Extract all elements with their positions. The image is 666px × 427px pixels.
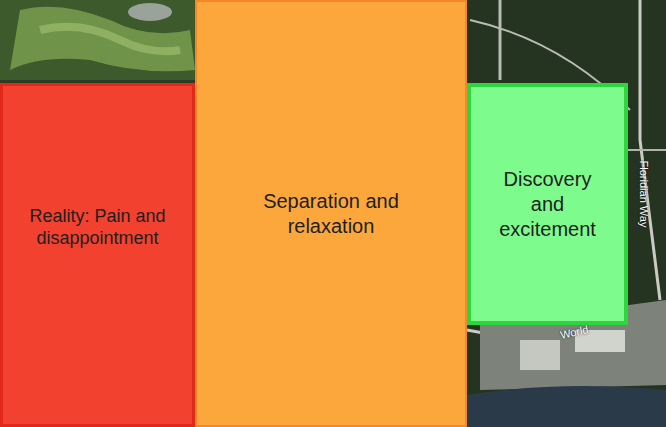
discovery-box: Discovery and excitement [467,83,628,325]
box-label: Reality: Pain and disappointment [5,205,190,250]
box-label: Discovery and excitement [485,167,610,242]
reality-box: Reality: Pain and disappointment [0,83,195,427]
separation-box: Separation and relaxation [195,0,467,427]
road-name: Floridian Way [638,161,650,228]
box-label: Separation and relaxation [244,189,419,239]
